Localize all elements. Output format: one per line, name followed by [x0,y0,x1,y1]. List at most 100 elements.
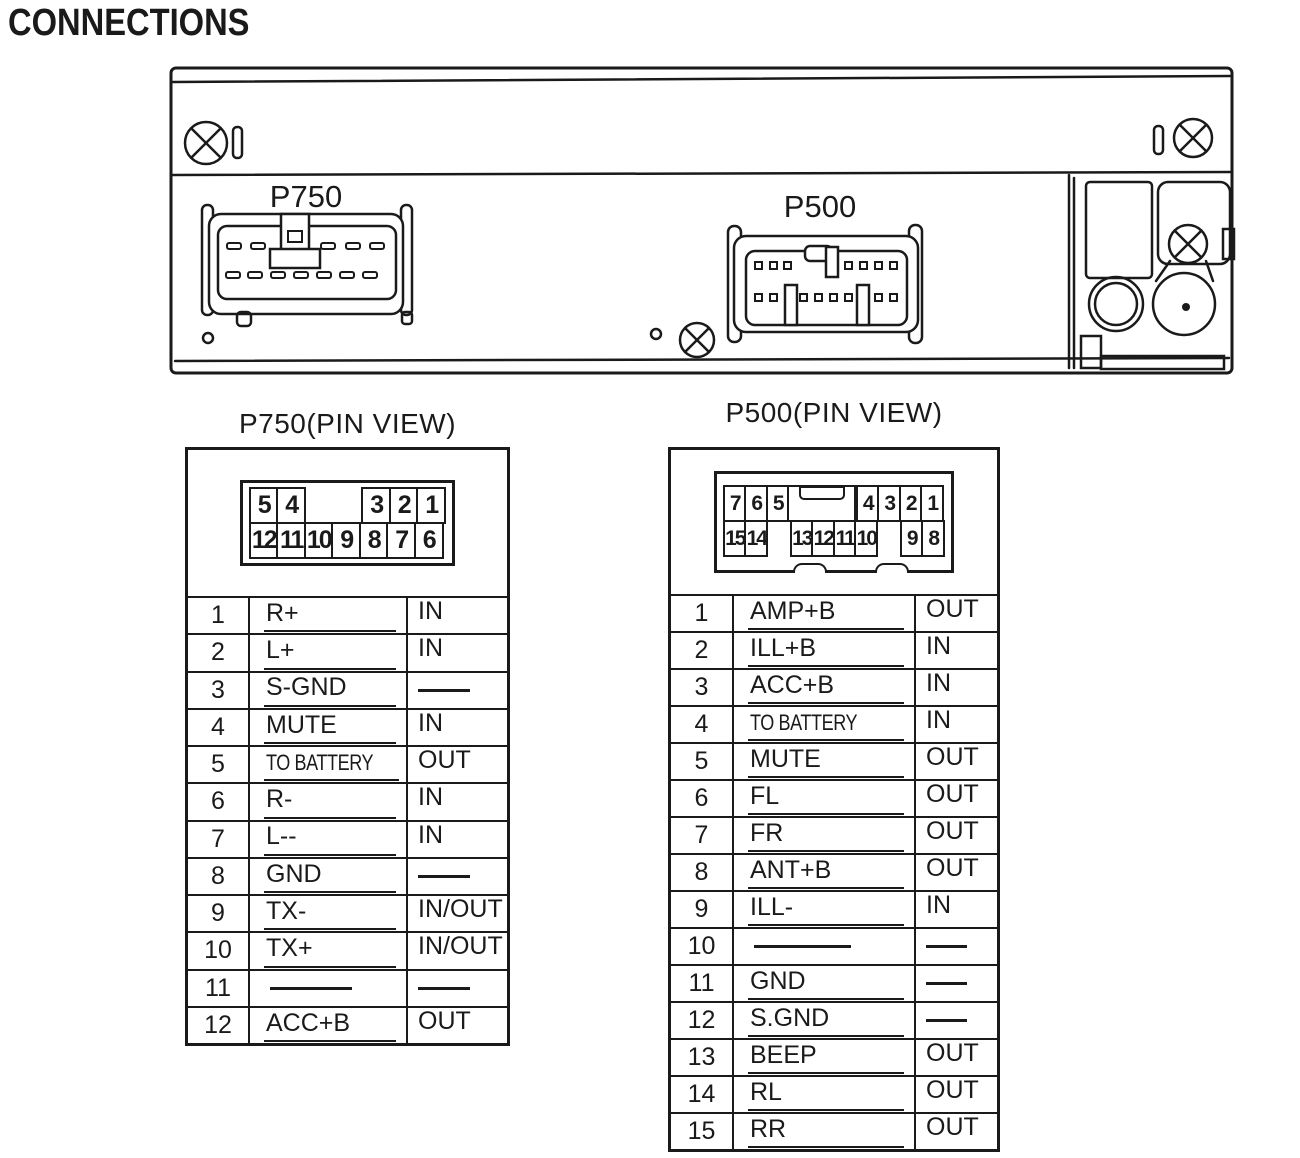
signal-underline: S.GND [748,1004,904,1038]
io-cell: IN/OUT [408,932,507,968]
io-cell: OUT [916,743,997,779]
io-direction: OUT [926,1113,979,1141]
signal-cell: TX- [250,896,408,932]
io-cell: OUT [916,1113,997,1149]
signal-cell: MUTE [734,744,916,779]
p750-pin-view-title: P750(PIN VIEW) [238,408,457,439]
signal-underline: R- [264,785,396,819]
io-direction: IN [926,669,951,697]
pin-number: 6 [188,784,250,820]
pin-cell-5: 5 [765,485,790,523]
signal-label: MUTE [750,744,821,773]
screw-assembly-icon [1167,223,1209,265]
signal-underline: TO BATTERY [264,748,399,782]
signal-cell: FL [734,781,916,816]
signal-label: AMP+B [750,596,836,625]
io-cell: IN [408,634,507,670]
signal-underline: R+ [264,599,396,633]
signal-cell: MUTE [250,707,408,745]
antenna-jack-outer [1087,275,1145,333]
pin-number: 15 [671,1114,734,1149]
io-cell: IN [916,891,997,927]
signal-cell: RR [734,1114,916,1149]
io-cell: IN [916,632,997,668]
pin-number: 1 [671,596,734,631]
pin-number: 1 [188,598,250,634]
io-direction: OUT [926,1076,979,1104]
signal-underline: ILL- [748,893,904,927]
pin-cell-8: 8 [358,521,389,559]
round-opening [1151,271,1217,337]
pin-number: 4 [671,707,734,742]
pin-cell-7: 7 [386,521,417,559]
io-direction: IN [926,632,951,660]
signal-label: ACC+B [266,1008,351,1037]
io-direction: IN [418,708,443,737]
pin-row-gap [306,487,361,524]
screw-top-right-icon [1152,117,1214,159]
io-direction: OUT [926,780,979,808]
io-cell [408,673,507,708]
p500-connector-label: P500 [784,189,856,224]
signal-cell: S-GND [250,672,408,708]
table-row-pin-11: 11 [188,968,507,1006]
pin-cell-10: 10 [303,521,334,559]
pin-cell-14: 14 [744,519,769,557]
pin-cell-6: 6 [744,485,769,523]
io-direction: OUT [926,1039,979,1067]
signal-label: ILL+B [750,633,817,662]
pin-number: 5 [671,744,734,779]
signal-label: L+ [266,636,295,665]
signal-underline: MUTE [264,707,396,745]
pin-cell-10: 10 [854,519,879,557]
io-cell: IN/OUT [408,895,507,931]
signal-underline: L-- [264,822,396,856]
signal-label: ANT+B [750,855,832,884]
signal-cell: R+ [250,598,408,634]
pin-number: 12 [671,1003,734,1038]
signal-cell: GND [734,966,916,1001]
io-cell: OUT [916,1039,997,1075]
signal-underline: TX+ [264,934,396,968]
signal-underline: ANT+B [748,856,904,890]
signal-underline: L+ [264,636,396,670]
pin-cell-3: 3 [361,487,392,525]
io-direction: IN [418,783,443,812]
right-side-assembly [1067,173,1236,371]
pin-number: 3 [671,670,734,705]
pin-number: 10 [671,929,734,964]
io-cell: OUT [916,595,997,631]
signal-cell: ANT+B [734,855,916,890]
signal-label: R- [266,785,293,814]
signal-label: ILL- [750,892,794,921]
signal-cell: L+ [250,635,408,671]
pin-cell-13: 13 [789,519,814,557]
io-cell: OUT [916,780,997,816]
signal-underline: RL [748,1078,904,1112]
signal-underline: GND [748,967,904,1001]
pin-number: 3 [188,672,250,708]
signal-underline: BEEP [748,1041,904,1075]
io-cell: OUT [408,746,507,782]
signal-label: FR [750,818,784,847]
key-tab [798,486,845,501]
table-row-pin-12: 12 S.GND [671,1001,997,1038]
signal-underline: ACC+B [264,1009,396,1043]
signal-cell [250,970,408,1006]
io-cell [916,966,997,1001]
no-io-line [418,986,470,990]
